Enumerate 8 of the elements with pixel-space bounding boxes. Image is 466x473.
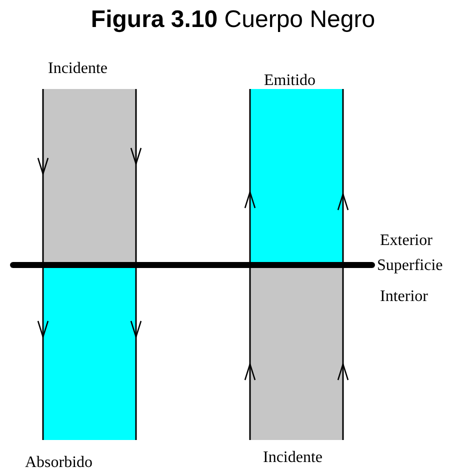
surface-label: Superficie	[377, 257, 443, 275]
beam-label: Absorbido	[25, 454, 93, 472]
beam-label: Incidente	[48, 60, 108, 78]
figure-title: Figura 3.10 Cuerpo Negro	[90, 6, 376, 34]
region-label: Interior	[380, 288, 428, 306]
beam-label: Incidente	[263, 449, 323, 467]
region-label: Exterior	[380, 232, 432, 250]
beam-label: Emitido	[264, 72, 316, 90]
